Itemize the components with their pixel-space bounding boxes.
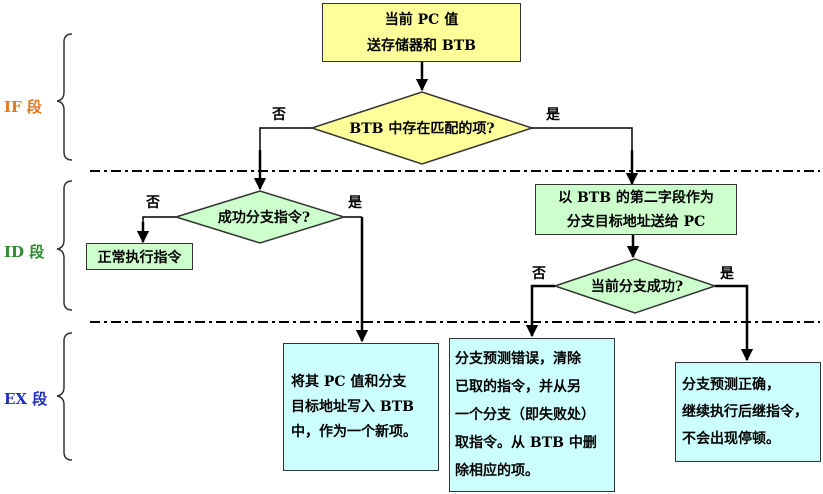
mispredict-line-1: 分支预测错误，清除 xyxy=(455,351,581,367)
correct-box: 分支预测正确， 继续执行后继指令， 不会出现停顿。 xyxy=(675,362,821,462)
decision-branch-label: 成功分支指令? xyxy=(217,210,311,226)
send-target-line-1: 以 BTB 的第二字段作为 xyxy=(558,189,714,206)
mispredict-line-5: 除相应的项。 xyxy=(455,463,539,479)
arrow-success-yes xyxy=(715,284,754,362)
stage-label-id: ID 段 xyxy=(4,243,45,261)
normal-exec-box: 正常执行指令 xyxy=(86,243,193,270)
start-line-2: 送存储器和 BTB xyxy=(367,37,476,54)
decision-branch-yes-label: 是 xyxy=(348,195,362,211)
normal-exec-text: 正常执行指令 xyxy=(97,249,182,266)
decision-success-no-label: 否 xyxy=(532,266,546,282)
mispredict-line-3: 一个分支（即失败处） xyxy=(455,407,595,423)
write-btb-box: 将其 PC 值和分支 目标地址写入 BTB 中，作为一个新项。 xyxy=(283,343,439,471)
stage-brace-if xyxy=(56,33,73,161)
mispredict-line-4: 取指令。从 BTB 中删 xyxy=(455,435,597,451)
correct-line-1: 分支预测正确， xyxy=(682,376,780,393)
write-btb-line-3: 中，作为一个新项。 xyxy=(291,423,417,440)
decision-success-label: 当前分支成功? xyxy=(590,279,684,295)
stage-label-if: IF 段 xyxy=(4,98,42,116)
decision-btb-label: BTB 中存在匹配的项? xyxy=(349,121,495,137)
start-line-1: 当前 PC 值 xyxy=(384,11,459,28)
stage-brace-id xyxy=(56,180,73,311)
arrow-branch-no xyxy=(142,216,176,242)
stage-brace-ex xyxy=(56,332,73,461)
stage-label-ex: EX 段 xyxy=(4,390,48,408)
write-btb-line-2: 目标地址写入 BTB xyxy=(291,398,414,415)
write-btb-line-1: 将其 PC 值和分支 xyxy=(291,373,407,390)
correct-line-2: 继续执行后继指令， xyxy=(682,403,808,420)
decision-btb-no-label: 否 xyxy=(272,107,286,123)
send-target-line-2: 分支目标地址送给 PC xyxy=(566,213,706,230)
start-box: 当前 PC 值 送存储器和 BTB xyxy=(322,3,521,62)
mispredict-line-2: 已取的指令，并从另 xyxy=(455,379,581,395)
send-target-box: 以 BTB 的第二字段作为 分支目标地址送给 PC xyxy=(535,184,737,235)
arrow-success-no xyxy=(525,284,555,338)
decision-success-yes-label: 是 xyxy=(720,266,734,282)
arrow-btb-no xyxy=(259,127,312,189)
correct-line-3: 不会出现停顿。 xyxy=(682,430,780,447)
decision-branch-no-label: 否 xyxy=(146,195,160,211)
mispredict-box: 分支预测错误，清除 已取的指令，并从另 一个分支（即失败处） 取指令。从 BTB… xyxy=(449,338,615,492)
decision-btb-yes-label: 是 xyxy=(546,107,560,123)
arrow-btb-yes xyxy=(532,127,633,184)
